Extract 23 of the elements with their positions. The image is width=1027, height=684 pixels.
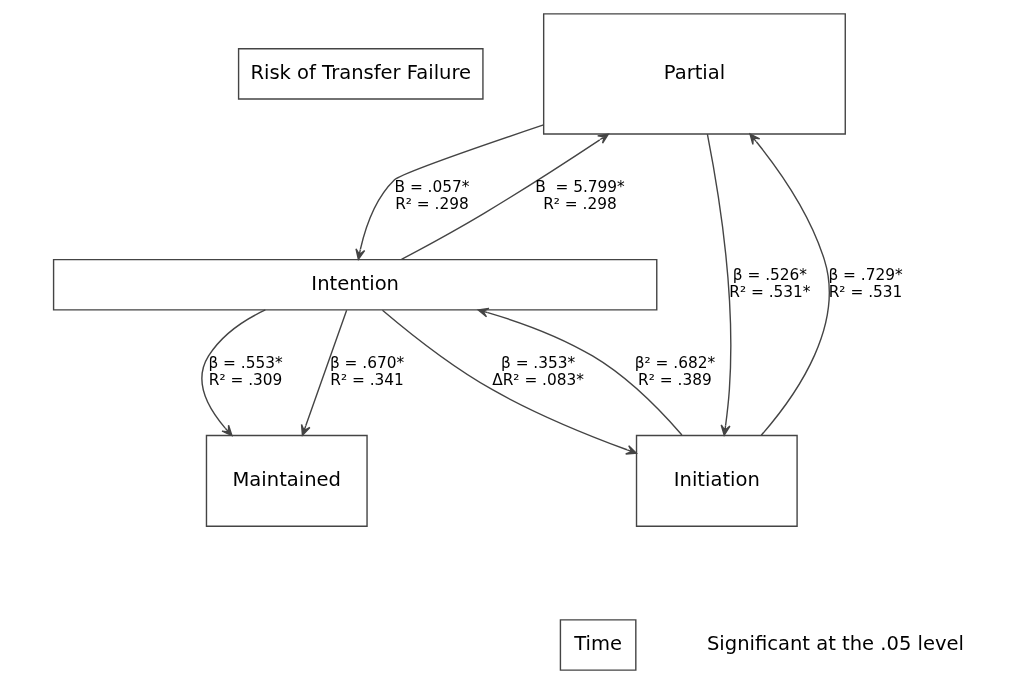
arrow (706, 133, 731, 436)
node-box: Time (559, 619, 637, 671)
edge-label: B = 5.799* R² = .298 (534, 178, 625, 214)
edge-label: β = .353* ΔR² = .083* (491, 354, 584, 389)
edge-label: β = .729* R² = .531 (827, 266, 903, 302)
edge-label: B = .057* R² = .298 (393, 178, 469, 214)
arrow (748, 133, 830, 436)
edge-label: β² = .682* R² = .389 (634, 354, 715, 389)
node-box: Intention (52, 258, 657, 311)
arrow (400, 133, 609, 261)
edge-label: β = .553* R² = .309 (207, 354, 283, 389)
node-box: Initiation (635, 434, 798, 527)
arrow (477, 307, 683, 436)
node-box: Risk of Transfer Failure (237, 48, 484, 100)
arrow (300, 309, 347, 436)
node-box: Partial (542, 13, 846, 135)
edge-label: β = .670* R² = .341 (329, 354, 404, 389)
edge-label: β = .526* R² = .531* (728, 266, 810, 302)
arrow (354, 124, 544, 260)
label: Significant at the .05 level (706, 632, 964, 656)
arrow (200, 309, 266, 437)
node-box: Maintained (205, 434, 368, 527)
arrow (381, 309, 637, 455)
